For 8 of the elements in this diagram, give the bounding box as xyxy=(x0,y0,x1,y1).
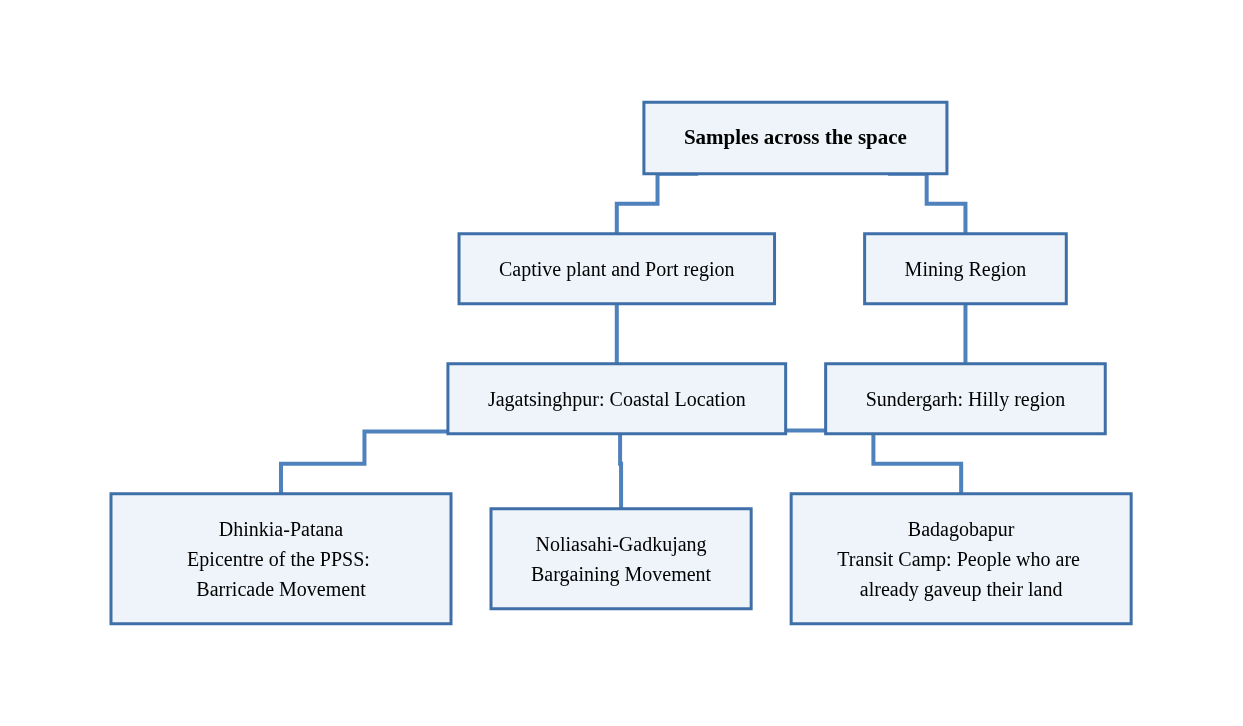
node-box: Badagobapur Transit Camp: People who are already gaveup their land xyxy=(790,492,1134,626)
node-box: Noliasahi-Gadkujang Bargaining Movement xyxy=(489,507,754,611)
node-box: Captive plant and Port region xyxy=(457,232,777,306)
node-box: Samples across the space xyxy=(642,100,949,176)
node-box: Jagatsinghpur: Coastal Location xyxy=(446,362,788,436)
node-box: Mining Region xyxy=(863,232,1069,306)
node-box: Dhinkia-Patana Epicentre of the PPSS: Barricade Movement xyxy=(109,492,453,626)
node-box: Sundergarh: Hilly region xyxy=(824,362,1108,436)
